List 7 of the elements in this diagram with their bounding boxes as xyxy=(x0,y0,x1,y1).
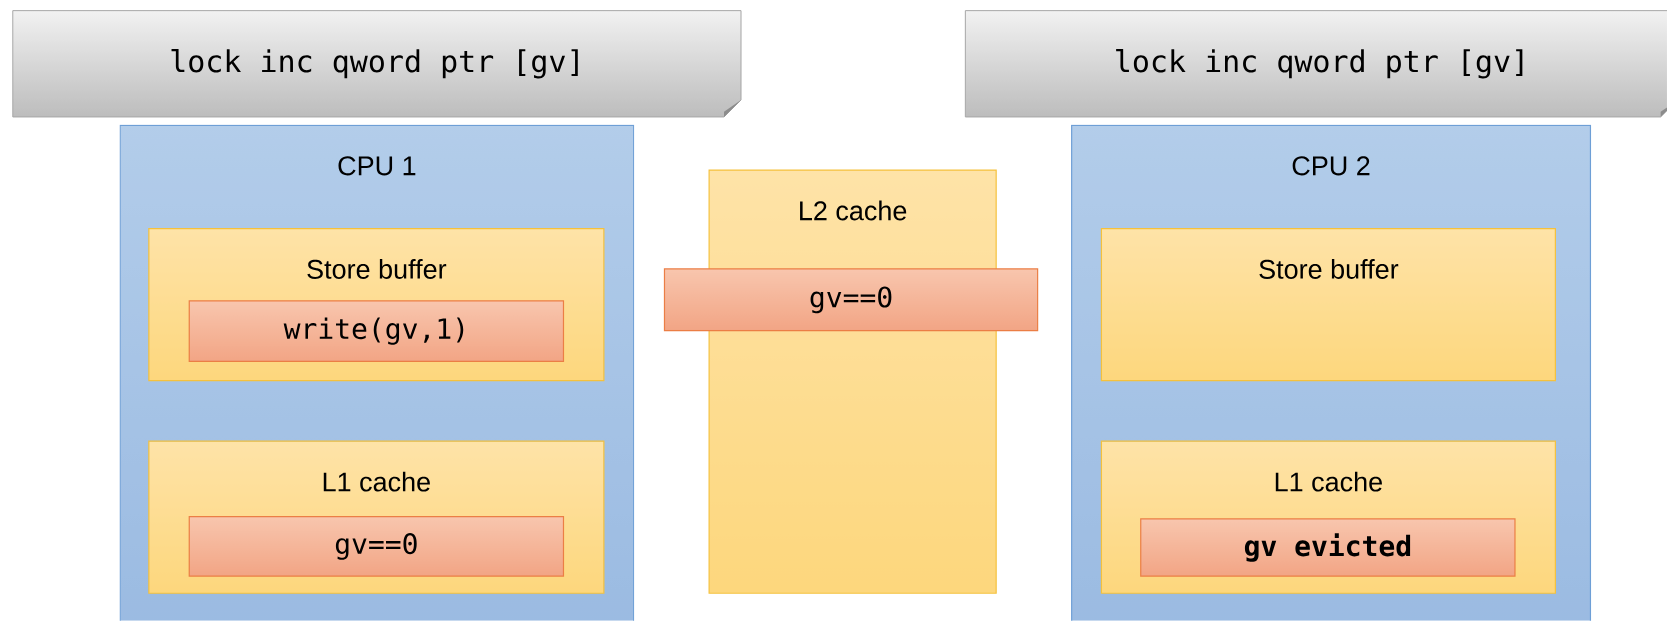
code-note: lock inc qword ptr [gv] xyxy=(964,10,1667,118)
cache-entry: gv evicted xyxy=(1140,518,1516,577)
buffer-box: Store buffer xyxy=(1100,228,1556,382)
cache-entry: gv==0 xyxy=(188,516,565,577)
cache-entry: gv==0 xyxy=(663,268,1039,332)
code-note: lock inc qword ptr [gv] xyxy=(12,10,742,118)
buffer-entry: write(gv,1) xyxy=(188,300,565,363)
